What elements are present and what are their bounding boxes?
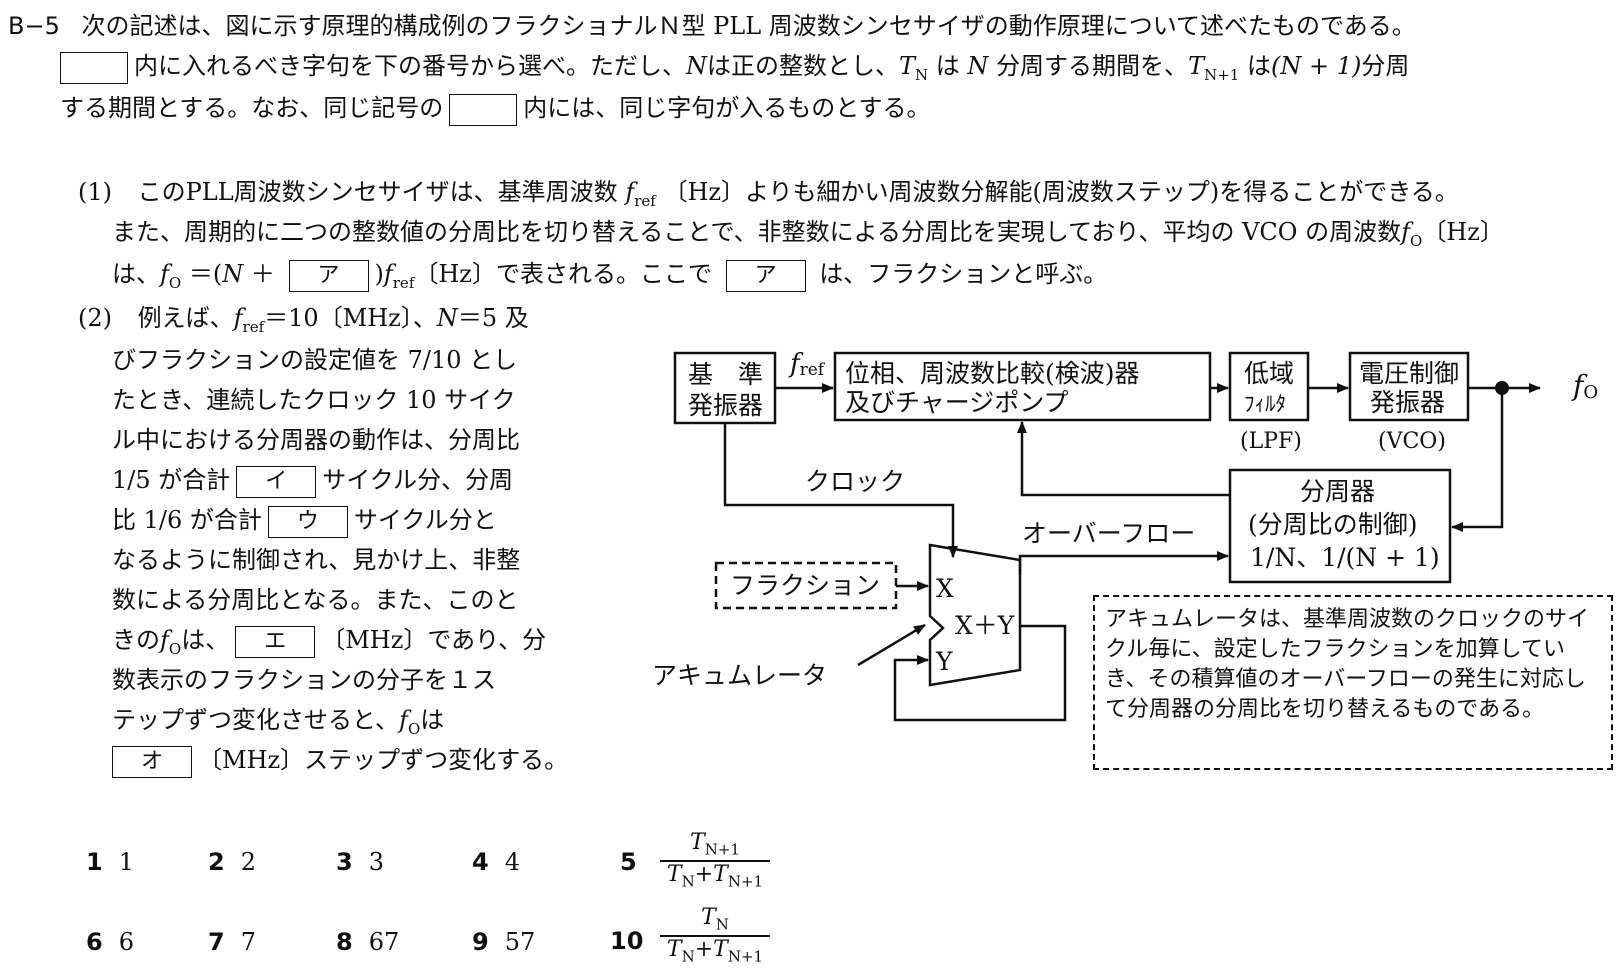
overflow-label: オーバーフロー (1022, 519, 1195, 548)
lpf-label-1: 低域 (1244, 359, 1294, 388)
header-line2: 内に入れるべき字句を下の番号から選べ。ただし、Nは正の整数とし、TN は N 分… (60, 46, 1409, 84)
clock-label: クロック (805, 467, 905, 496)
lpf-block (1228, 351, 1310, 422)
phase-cmp-label-1: 位相、周波数比較(検波)器 (845, 359, 1140, 388)
divider-label-1: 分周器 (1300, 477, 1375, 506)
header-line3: する期間とする。なお、同じ記号の内には、同じ字句が入るものとする。 (60, 88, 931, 126)
item2-line10: 数表示のフラクションの分子を１ス (112, 666, 496, 694)
blank-a: ア (288, 259, 369, 292)
vco-caption: (VCO) (1378, 429, 1446, 454)
item2-line1: (2) 例えば、fref＝10〔MHz〕、N＝5 及 (78, 304, 529, 336)
divider-block (1228, 468, 1452, 584)
accumulator-block (928, 543, 1022, 687)
vco-label-2: 発振器 (1370, 388, 1445, 417)
fref-label: fref (788, 349, 826, 380)
blank-a: ア (725, 259, 806, 292)
item2-line4: ル中における分周器の動作は、分周比 (112, 426, 520, 454)
lpf-caption: (LPF) (1240, 429, 1302, 454)
question-label: B−5 (8, 12, 60, 40)
blank-box (449, 93, 518, 126)
blank-d: エ (235, 625, 316, 658)
acc-y-label: Y (935, 647, 953, 676)
item2-line2: びフラクションの設定値を 7/10 とし (112, 346, 518, 374)
item2-line5: 1/5 が合計イサイクル分、分周 (112, 460, 513, 498)
lpf-label-2: ﾌｨﾙﾀ (1244, 392, 1286, 416)
blank-b: イ (236, 465, 317, 498)
ref-osc-label-1: 基 準 (688, 360, 763, 389)
item1-line2: また、周期的に二つの整数値の分周比を切り替えることで、非整数による分周比を実現し… (112, 218, 1504, 250)
fraction-label: フラクション (730, 571, 880, 600)
phase-cmp-label-2: 及びチャージポンプ (845, 388, 1069, 417)
accumulator-label: アキュムレータ (652, 661, 827, 690)
item2-line6: 比 1/6 が合計ウサイクル分と (112, 500, 497, 538)
question-header: B−5 次の記述は、図に示す原理的構成例のフラクショナルＮ型 PLL 周波数シン… (8, 6, 1416, 41)
acc-x-label: X (936, 574, 954, 603)
item1-line1: (1) このPLL周波数シンセサイザは、基準周波数 fref 〔Hz〕よりも細か… (78, 178, 1459, 210)
item2-line8: 数による分周比となる。また、このと (112, 586, 519, 614)
item2-line3: たとき、連続したクロック 10 サイク (112, 386, 516, 414)
fo-label: fO (1571, 369, 1598, 403)
junction-dot (1495, 381, 1509, 395)
item2-line12: オ〔MHz〕ステップずつ変化する。 (112, 740, 568, 778)
blank-e: オ (112, 745, 192, 778)
item2-line7: なるように制御され、見かけ上、非整 (112, 546, 521, 574)
vco-block (1348, 351, 1470, 422)
blank-box (60, 51, 128, 84)
item1-line3: は、fO ＝(N ＋ ア)fref〔Hz〕で表される。ここで ア は、フラクショ… (112, 259, 1108, 292)
vco-label-1: 電圧制御 (1359, 359, 1459, 388)
item2-line11: テップずつ変化させると、fOは (112, 706, 445, 738)
acc-sum-label: X＋Y (955, 611, 1015, 640)
ref-osc-label-2: 発振器 (688, 391, 763, 420)
divider-label-3: 1/N、1/(N + 1) (1250, 543, 1440, 572)
header-line1: 次の記述は、図に示す原理的構成例のフラクショナルＮ型 PLL 周波数シンセサイザ… (81, 12, 1416, 40)
blank-c: ウ (267, 505, 348, 538)
accumulator-note: アキュムレータは、基準周波数のクロックのサイクル毎に、設定したフラクションを加算… (1093, 595, 1613, 770)
divider-label-2: (分周比の制御) (1248, 510, 1418, 539)
item2-line9: きのfOは、エ〔MHz〕であり、分 (112, 625, 547, 658)
phase-comparator-block (833, 351, 1212, 422)
